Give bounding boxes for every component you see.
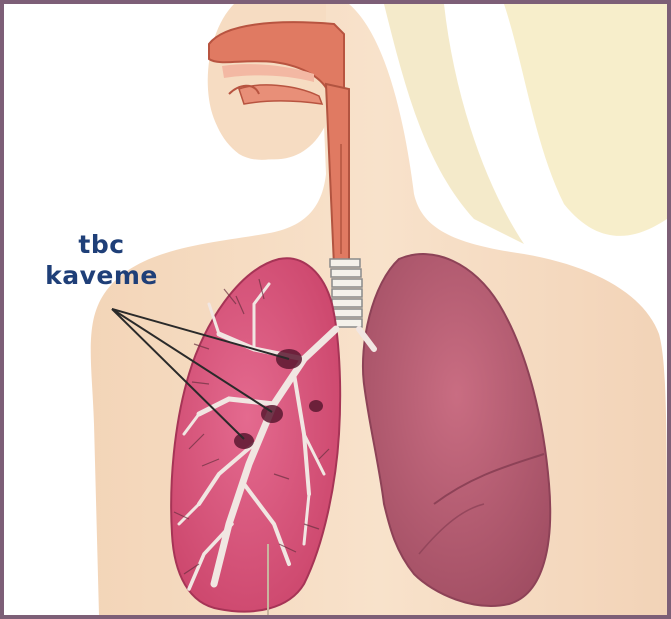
label-kaveme: kaveme	[4, 261, 199, 290]
illustration-frame: tbc kaveme	[4, 4, 667, 615]
label-tbc: tbc	[4, 230, 199, 259]
respiratory-system-illustration	[4, 4, 667, 615]
